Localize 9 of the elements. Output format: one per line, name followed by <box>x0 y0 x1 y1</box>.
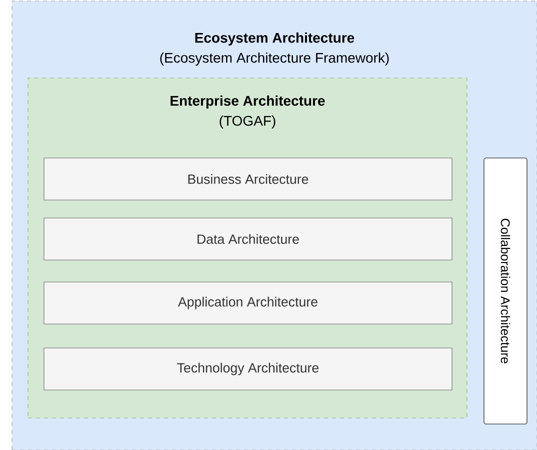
layer-box: Data Architecture <box>44 218 452 260</box>
layer-box: Technology Architecture <box>44 348 452 390</box>
title-text: (TOGAF) <box>220 115 276 129</box>
layer-box: Application Architecture <box>44 282 452 324</box>
title-text: Ecosystem Architecture <box>195 32 354 46</box>
layer-box: Business Arcitecture <box>44 158 452 200</box>
title-text: Enterprise Architecture <box>170 95 325 109</box>
side-box: Collaboration Architecture <box>484 158 528 424</box>
title-text: (Ecosystem Architecture Framework) <box>160 52 389 66</box>
